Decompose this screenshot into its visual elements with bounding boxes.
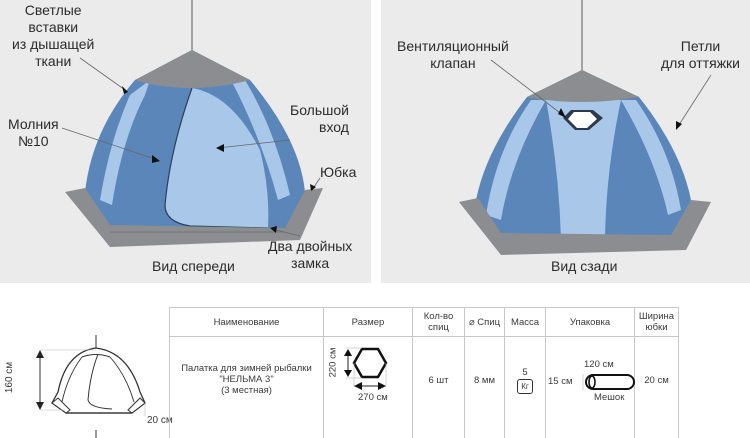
tent-line-drawing [36, 335, 146, 438]
hexagon-size-icon [344, 347, 388, 390]
cell-mass: 5 Кг [504, 336, 546, 438]
cell-poles-count: 6 шт [412, 336, 465, 438]
bag-icon [582, 374, 635, 390]
spec-table-header-row: Наименование Размер Кол-во спиц ⌀ Спиц М… [169, 307, 679, 337]
header-pole-diameter: ⌀ Спиц [464, 307, 505, 337]
cell-name: Палатка для зимней рыбалки "НЕЛЬМА 3" (3… [169, 336, 324, 438]
label-guy-loops: Петли для оттяжки [661, 38, 741, 71]
back-view-caption: Вид сзади [551, 258, 618, 274]
cell-skirt-width: 20 см [634, 336, 679, 438]
size-height: 220 см [327, 347, 339, 378]
label-zipper: Молния №10 [8, 116, 59, 149]
front-view-caption: Вид спереди [152, 258, 235, 274]
drawing-skirt-dimension: 20 см [147, 415, 173, 426]
mass-value: 5 [522, 367, 528, 378]
label-big-entrance: Большой вход [290, 102, 349, 135]
header-skirt-width: Ширина юбки [634, 307, 679, 337]
label-skirt: Юбка [320, 164, 357, 180]
front-view-panel: Светлые вставки из дышащей ткани Молния … [0, 0, 371, 283]
header-packing: Упаковка [545, 307, 635, 337]
header-name: Наименование [169, 307, 324, 337]
size-width: 270 см [358, 392, 388, 403]
label-breathable-inserts: Светлые вставки из дышащей ткани [12, 2, 95, 69]
header-mass: Масса [504, 307, 546, 337]
front-tent-photo [61, 0, 323, 247]
label-double-locks: Два двойных замка [268, 238, 353, 271]
drawing-height-dimension: 160 см [4, 361, 16, 394]
weight-icon: Кг [517, 379, 533, 394]
cell-pole-diameter: 8 мм [464, 336, 505, 438]
spec-table: Наименование Размер Кол-во спиц ⌀ Спиц М… [169, 307, 679, 438]
back-tent-photo [459, 0, 712, 255]
cell-packing: 120 см 15 см Мешок [545, 336, 635, 438]
header-size: Размер [323, 307, 413, 337]
packing-diameter: 15 см [548, 376, 573, 387]
packing-type: Мешок [594, 392, 625, 403]
header-poles-count: Кол-во спиц [412, 307, 465, 337]
spec-table-row: Палатка для зимней рыбалки "НЕЛЬМА 3" (3… [169, 336, 679, 438]
label-vent-valve: Вентиляционный клапан [397, 38, 509, 71]
back-view-panel: Вентиляционный клапан Петли для оттяжки … [381, 0, 750, 283]
cell-size: 220 см 270 см [323, 336, 413, 438]
packing-length: 120 см [584, 359, 614, 370]
